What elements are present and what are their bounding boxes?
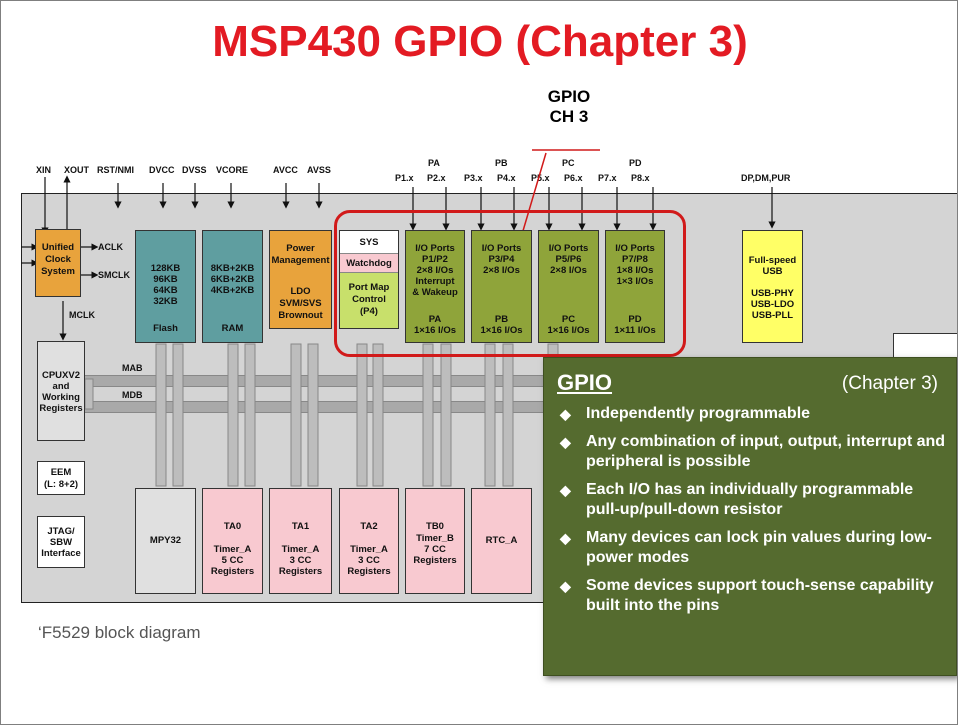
pin-p3: P3.x [464,173,483,183]
tb0-block: TB0 Timer_B 7 CC Registers [405,488,465,594]
pin-xout: XOUT [64,165,90,175]
callout-bullet-list: ◆Independently programmable ◆Any combina… [560,404,950,624]
flash-block: 128KB 96KB 64KB 32KB Flash [135,230,196,343]
port-block-pb: I/O Ports P3/P4 2×8 I/Os PB 1×16 I/Os [471,230,532,343]
page-title: MSP430 GPIO (Chapter 3) [212,17,748,66]
gpio-highlight-box [334,210,686,357]
mclk-label: MCLK [69,310,95,320]
list-item: ◆Independently programmable [560,405,811,422]
list-item: ◆Many devices can lock pin values during… [560,529,932,566]
ram-block: 8KB+2KB 6KB+2KB 4KB+2KB RAM [202,230,263,343]
list-item: ◆Any combination of input, output, inter… [560,433,946,470]
mab-label: MAB [122,363,143,373]
ta0-block: TA0 Timer_A 5 CC Registers [202,488,263,594]
pin-dvcc: DVCC [149,165,175,175]
mdb-label: MDB [122,390,143,400]
smclk-label: SMCLK [98,270,130,280]
pin-p2: P2.x [427,173,446,183]
pin-pc: PC [562,158,575,168]
diamond-bullet-icon: ◆ [560,434,571,450]
mpy32-block: MPY32 [135,488,196,594]
jtag-block: JTAG/ SBW Interface [37,516,85,568]
list-item: ◆Some devices support touch-sense capabi… [560,577,934,614]
ta2-block: TA2 Timer_A 3 CC Registers [339,488,399,594]
pin-rst: RST/NMI [97,165,134,175]
clock-system-block: Unified Clock System [35,229,81,297]
pin-usb: DP,DM,PUR [741,173,791,183]
aclk-label: ACLK [98,242,123,252]
port-block-pd: I/O Ports P7/P8 1×8 I/Os 1×3 I/Os PD 1×1… [605,230,665,343]
callout-chapter: (Chapter 3) [841,373,938,394]
pin-pa: PA [428,158,440,168]
pin-p8: P8.x [631,173,650,183]
pin-p6: P6.x [564,173,583,183]
sys-block: SYS Watchdog Port Map Control (P4) [339,230,399,329]
rtc-block: RTC_A [471,488,532,594]
power-management-block: Power Management LDO SVM/SVS Brownout [269,230,332,329]
pin-avss: AVSS [307,165,331,175]
pin-p1: P1.x [395,173,414,183]
mdb-bus [81,401,601,413]
port-block-pc: I/O Ports P5/P6 2×8 I/Os PC 1×16 I/Os [538,230,599,343]
cpu-block: CPUXV2 and Working Registers [37,341,85,441]
pin-p4: P4.x [497,173,516,183]
diamond-bullet-icon: ◆ [560,406,571,422]
pin-xin: XIN [36,165,52,175]
diamond-bullet-icon: ◆ [560,482,571,498]
diagram-caption: ‘F5529 block diagram [38,623,201,642]
pin-avcc: AVCC [273,165,298,175]
pin-p5: P5.x [531,173,550,183]
diamond-bullet-icon: ◆ [560,578,571,594]
callout-heading: GPIO [557,370,613,395]
eem-block: EEM (L: 8+2) [37,461,85,495]
pin-vcore: VCORE [216,165,249,175]
mab-bus [81,375,601,387]
gpio-callout: GPIO (Chapter 3) ◆Independently programm… [543,357,957,676]
gpio-ch3-label: GPIO CH 3 [547,87,591,126]
list-item: ◆Each I/O has an individually programmab… [560,481,914,518]
ta1-block: TA1 Timer_A 3 CC Registers [269,488,332,594]
diamond-bullet-icon: ◆ [560,530,571,546]
pin-pb: PB [495,158,508,168]
usb-block: Full-speed USB USB-PHY USB-LDO USB-PLL [742,230,803,343]
port-block-pa: I/O Ports P1/P2 2×8 I/Os Interrupt & Wak… [405,230,465,343]
pin-dvss: DVSS [182,165,207,175]
pin-pd: PD [629,158,642,168]
pin-p7: P7.x [598,173,617,183]
